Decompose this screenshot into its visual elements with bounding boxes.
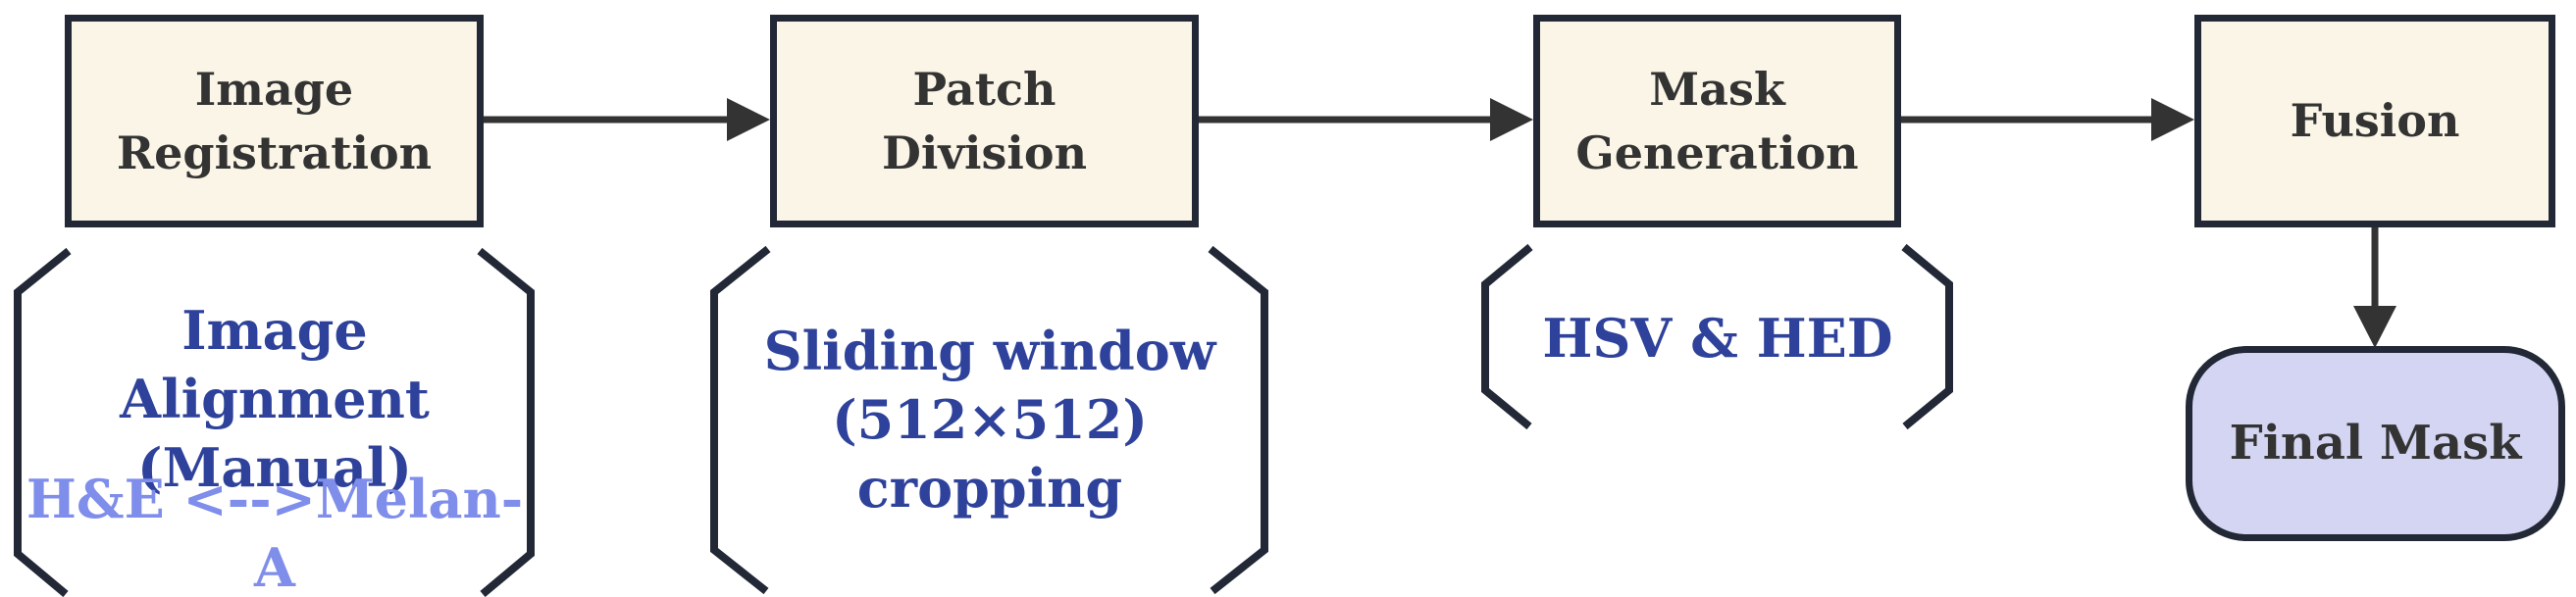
node-image-registration: Image Registration (65, 15, 484, 227)
node-final-mask: Final Mask (2186, 346, 2565, 541)
node-mask-generation: Mask Generation (1533, 15, 1901, 227)
annotation-image-registration-secondary: H&E <-->Melan-A (26, 468, 524, 597)
flow-arrow-down-head-icon (2353, 306, 2396, 348)
flow-arrow-2-head-icon (1490, 98, 1533, 141)
flow-arrow-3-head-icon (2151, 98, 2194, 141)
flow-arrow-1-head-icon (727, 98, 770, 141)
annotation-patch-division: Sliding window (512×512) cropping (763, 320, 1216, 521)
annotation-image-registration-primary: Image Alignment (Manual) (120, 299, 430, 500)
node-fusion: Fusion (2194, 15, 2555, 227)
annotation-mask-generation: HSV & HED (1542, 307, 1893, 370)
node-patch-division: Patch Division (770, 15, 1199, 227)
